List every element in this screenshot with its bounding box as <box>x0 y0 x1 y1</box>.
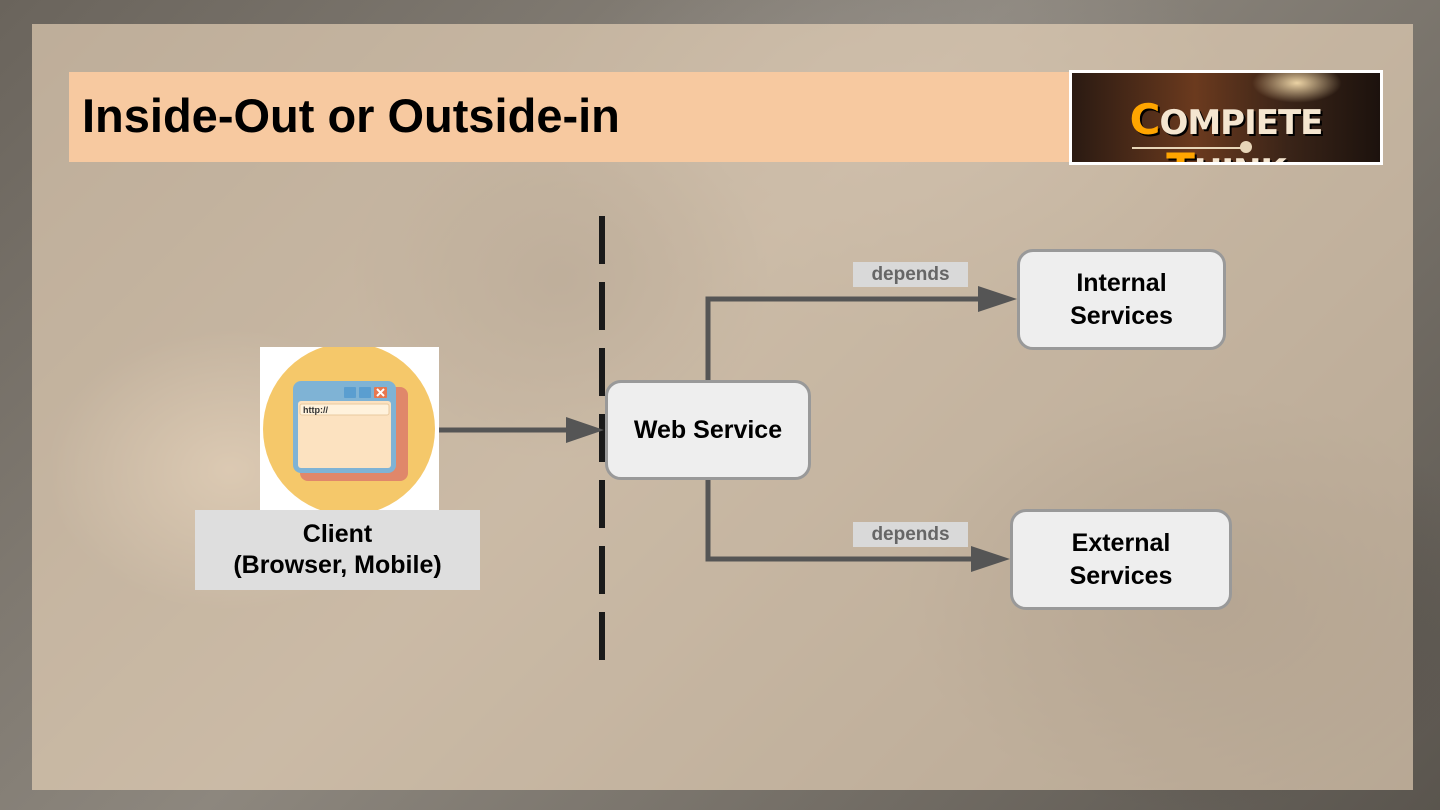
address-bar-text: http:// <box>303 405 328 415</box>
web-service-label: Web Service <box>633 415 783 444</box>
logo-glow <box>1252 73 1342 103</box>
minimize-icon <box>344 387 356 398</box>
client-label-line2: (Browser, Mobile) <box>233 551 442 579</box>
close-cross <box>376 388 385 397</box>
client-to-web-service-arrowhead <box>566 417 604 443</box>
external-services-label-line2: Services <box>1069 561 1173 590</box>
client-label-line1: Client <box>302 520 373 548</box>
external-arrowhead <box>971 546 1010 572</box>
internal-depends-label: depends <box>853 262 968 287</box>
web-service-node: Web Service <box>605 380 811 480</box>
title-bar <box>69 72 1072 162</box>
internal-services-node: Internal Services <box>1017 249 1226 350</box>
maximize-icon <box>359 387 371 398</box>
client-label: Client (Browser, Mobile) <box>195 510 480 590</box>
external-services-node: External Services <box>1010 509 1232 610</box>
window-content <box>298 401 391 468</box>
compiete-think-logo: COMPIETE THINK <box>1069 70 1383 165</box>
external-services-label-line1: External <box>1071 528 1171 557</box>
external-depends-label: depends <box>853 522 968 547</box>
slide-title: Inside-Out or Outside-in <box>82 89 620 142</box>
browser-window-icon: http:// <box>263 343 435 515</box>
web-service-to-internal-line <box>705 296 982 381</box>
address-bar <box>299 403 390 416</box>
internal-services-label-line1: Internal <box>1076 268 1167 297</box>
internal-services-label-line2: Services <box>1070 301 1173 330</box>
client-icon-box: http:// <box>260 343 439 515</box>
logo-dot <box>1240 141 1252 153</box>
logo-underline <box>1132 147 1242 149</box>
internal-arrowhead <box>978 286 1017 312</box>
web-service-to-external-line <box>705 478 975 562</box>
